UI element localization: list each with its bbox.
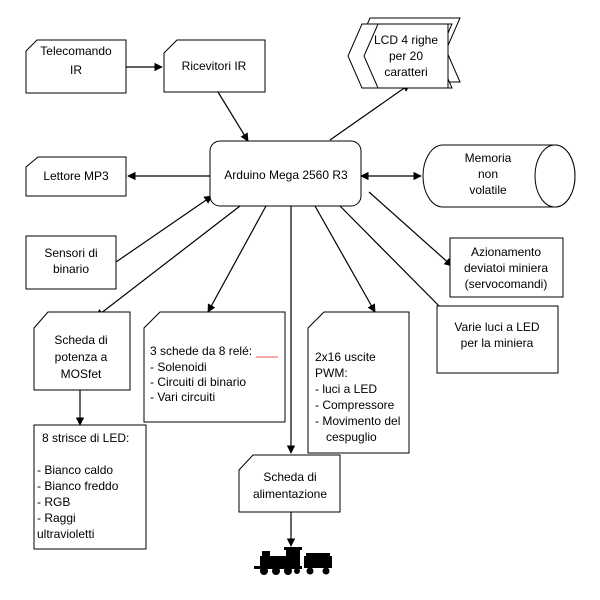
label-line: volatile: [469, 183, 507, 197]
block-sensori: Sensori di binario: [25, 235, 117, 290]
label-line: 2x16 uscite: [315, 350, 376, 364]
label-line: Varie luci a LED: [454, 320, 539, 334]
arrow-arduino-lcd: [329, 83, 411, 141]
label-line: deviatoi miniera: [464, 261, 548, 275]
label-line: Telecomando: [40, 44, 112, 58]
arrow-ricevitori-arduino: [217, 91, 249, 142]
label-line: per 20: [389, 49, 423, 63]
block-rele: 3 schede da 8 relé: - Solenoidi - Circui…: [143, 311, 286, 423]
label-line: MOSfet: [61, 367, 102, 381]
label-line: Scheda di: [54, 333, 107, 347]
label-line: PWM:: [315, 366, 348, 380]
label-line: - luci a LED: [315, 382, 377, 396]
arrow-sensori-arduino: [115, 195, 213, 263]
arrow-arduino-pwm: [314, 205, 376, 313]
arrow-arduino-rele: [207, 205, 267, 313]
label-line: Lettore MP3: [43, 169, 109, 183]
block-mosfet: Scheda di potenza a MOSfet: [33, 311, 131, 391]
label-line: - Compressore: [315, 398, 395, 412]
label-line: alimentazione: [253, 487, 327, 501]
label-line: Arduino Mega 2560 R3: [224, 168, 348, 182]
label-line: 8 strisce di LED:: [42, 431, 129, 445]
label-line: caratteri: [384, 65, 427, 79]
arrow-arduino-azionamento: [368, 191, 453, 267]
block-telecomando-ir: Telecomando IR: [25, 39, 127, 94]
label-line: ultravioletti: [37, 527, 94, 541]
label-line: - Solenoidi: [150, 360, 207, 374]
label-line: (servocomandi): [465, 277, 548, 291]
label-line: - Bianco caldo: [37, 463, 113, 477]
block-strisce-led: 8 strisce di LED: - Bianco caldo - Bianc…: [33, 424, 147, 550]
label-line: LCD 4 righe: [374, 33, 438, 47]
block-lettore-mp3: Lettore MP3: [25, 156, 127, 197]
block-pwm: 2x16 uscite PWM: - luci a LED - Compress…: [307, 311, 410, 454]
locomotive-icon: [254, 547, 332, 575]
label-line: IR: [70, 63, 82, 77]
label-line: non: [478, 167, 498, 181]
label-line: 3 schede da 8 relé:: [150, 344, 252, 358]
label-line: - Bianco freddo: [37, 479, 119, 493]
label-line: potenza a: [55, 350, 108, 364]
block-memoria: Memoria non volatile: [422, 144, 576, 208]
label-line: Scheda di: [263, 470, 316, 484]
connector-arrows: [75, 62, 453, 547]
block-lcd: LCD 4 righe per 20 caratteri: [347, 17, 461, 89]
label-line: Memoria: [465, 151, 512, 165]
block-azionamento: Azionamento deviatoi miniera (servocoman…: [449, 237, 564, 298]
label-line: Sensori di: [44, 246, 97, 260]
arrow-arduino-mosfet: [95, 205, 241, 318]
label-line: cespuglio: [326, 430, 377, 444]
label-line: - Raggi: [37, 511, 76, 525]
label-line: Azionamento: [471, 245, 541, 259]
block-arduino-mega: Arduino Mega 2560 R3: [209, 140, 362, 207]
arrow-arduino-luci: [339, 205, 451, 318]
label-line: Ricevitori IR: [182, 59, 247, 73]
block-ricevitori-ir: Ricevitori IR: [163, 39, 266, 93]
label-line: - Vari circuiti: [150, 390, 215, 404]
block-alimentazione: Scheda di alimentazione: [238, 454, 341, 513]
label-line: binario: [53, 262, 89, 276]
block-luci-led: Varie luci a LED per la miniera: [436, 305, 559, 374]
label-line: - Circuiti di binario: [150, 375, 246, 389]
label-line: - Movimento del: [315, 414, 400, 428]
label-line: per la miniera: [461, 336, 534, 350]
label-line: - RGB: [37, 495, 70, 509]
